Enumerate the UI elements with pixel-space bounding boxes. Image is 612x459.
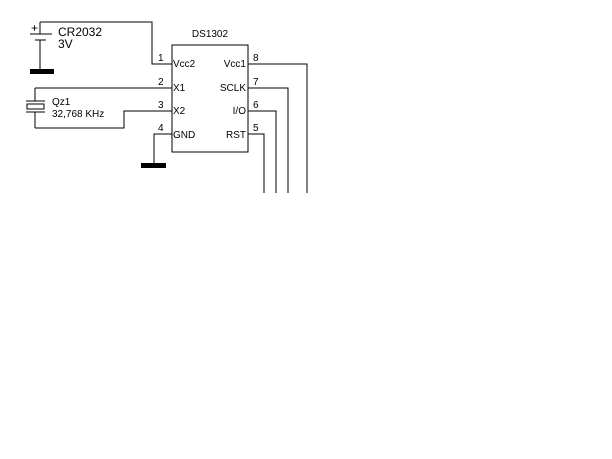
pin-number-1: 1 [158, 53, 164, 64]
pin-number-6: 6 [253, 100, 259, 111]
pin-number-4: 4 [158, 123, 164, 134]
pin-number-8: 8 [253, 53, 259, 64]
pin-name-gnd: GND [173, 130, 195, 141]
crystal-frequency: 32,768 KHz [52, 109, 104, 120]
pin-number-3: 3 [158, 100, 164, 111]
wire-gnd [153, 133, 172, 164]
wire-io [248, 110, 277, 193]
pin-name-vcc2: Vcc2 [173, 59, 196, 70]
battery-plus-sign: + [31, 21, 38, 35]
pin-name-rst: RST [226, 130, 246, 141]
wire-vcc2 [40, 21, 172, 65]
battery-voltage: 3V [58, 37, 73, 51]
crystal-name: Qz1 [52, 97, 71, 108]
crystal-qz1: Qz1 32,768 KHz [26, 88, 104, 128]
ic-name: DS1302 [192, 29, 229, 40]
pin-name-x2: X2 [173, 106, 186, 117]
pin-number-2: 2 [158, 77, 164, 88]
ic-ds1302-body [171, 44, 249, 153]
battery-name: CR2032 [58, 25, 102, 39]
pin-name-sclk: SCLK [220, 83, 246, 94]
crystal-body [26, 103, 45, 110]
battery-ground-symbol [30, 69, 54, 74]
wire-rst [248, 133, 265, 193]
pin-name-x1: X1 [173, 83, 186, 94]
battery-cr2032: + CR2032 3V [30, 21, 102, 74]
pin-number-5: 5 [253, 123, 259, 134]
wire-vcc1 [248, 63, 308, 193]
pin-name-io: I/O [233, 106, 247, 117]
ic-ground-symbol [141, 163, 166, 168]
pin-number-7: 7 [253, 77, 259, 88]
pin-name-vcc1: Vcc1 [224, 59, 247, 70]
wire-sclk [248, 87, 289, 193]
wire-x2 [35, 110, 172, 129]
